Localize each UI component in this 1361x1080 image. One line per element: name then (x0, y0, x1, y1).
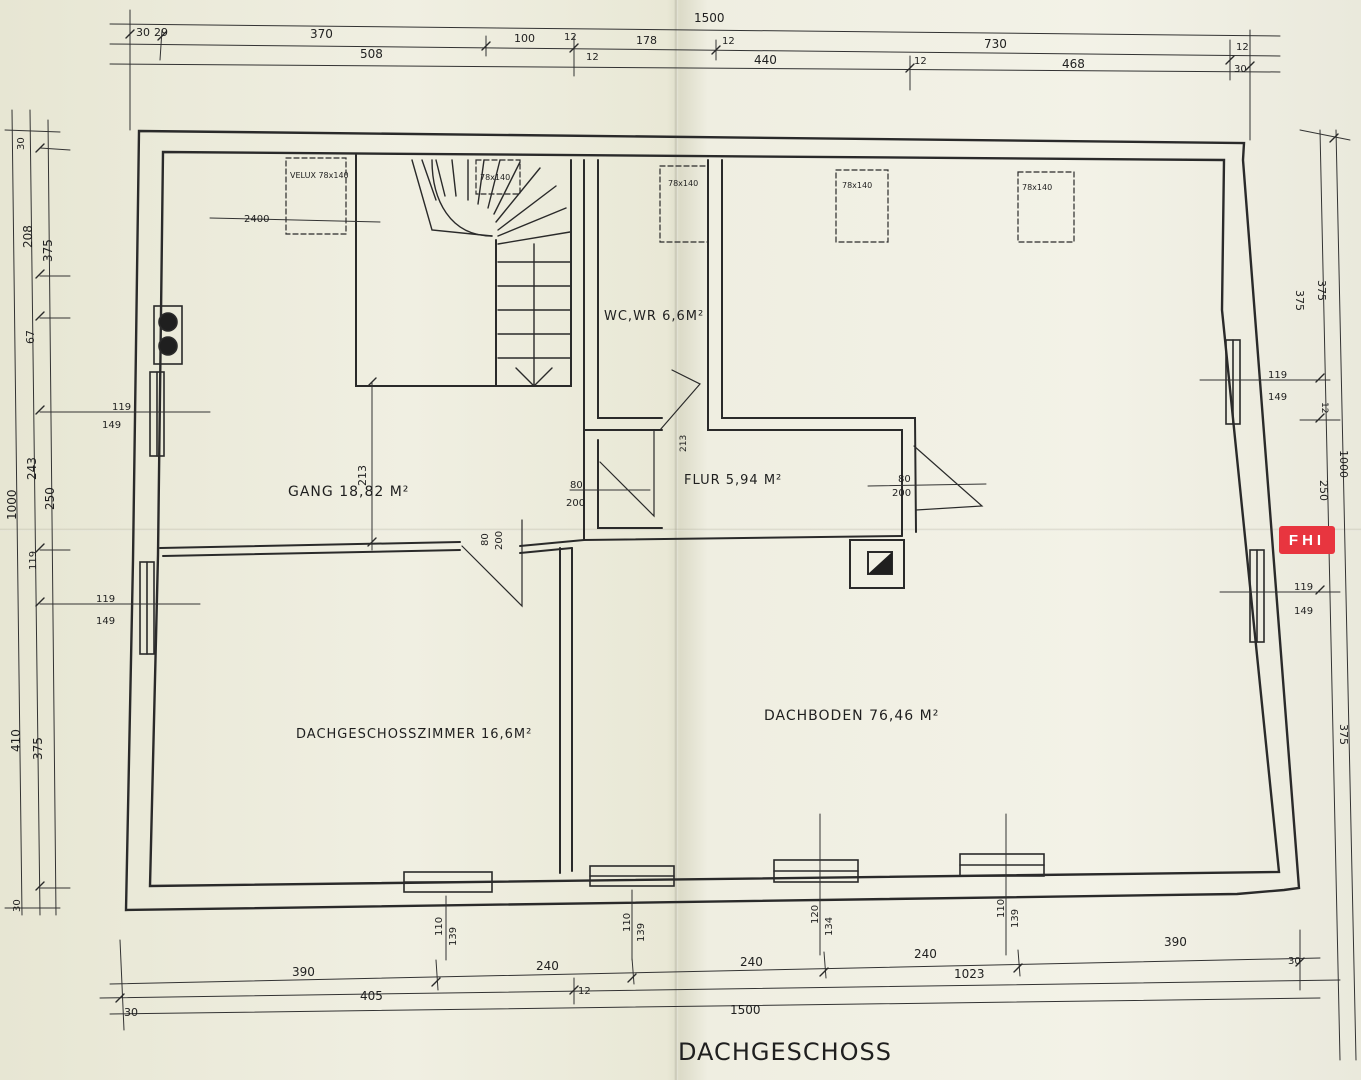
dim-top-12c: 12 (722, 36, 735, 47)
dim-left-1000: 1000 (5, 489, 19, 520)
dim-2400: 2400 (244, 214, 269, 225)
dim-bottom-total: 1500 (730, 1003, 761, 1017)
dim-top-12d: 12 (914, 56, 927, 67)
dim-left-375b: 375 (31, 737, 45, 760)
dim-bottom-240b: 240 (740, 955, 763, 969)
dim-bottom-390a: 390 (292, 965, 315, 979)
sill4-110: 110 (996, 899, 1007, 918)
room-flur: FLUR 5,94 M² (684, 473, 782, 488)
windows (139, 339, 1265, 893)
room-zimmer: DACHGESCHOSSZIMMER 16,6M² (296, 727, 532, 742)
sill3-120: 120 (810, 905, 821, 924)
door-flur-200: 200 (566, 498, 585, 509)
paper-fold-horizontal (0, 528, 1361, 531)
win-right1-149: 149 (1268, 392, 1287, 403)
dim-bottom-405: 405 (360, 989, 383, 1003)
win-left2-149: 149 (96, 616, 115, 627)
dim-left-30b: 30 (12, 899, 23, 912)
skylight-labels: VELUX 78x140 78x140 78x140 78x140 78x140 (290, 171, 1052, 192)
chimney-flues (153, 305, 183, 365)
dim-left-67: 67 (24, 330, 37, 344)
sill4-139: 139 (1010, 909, 1021, 928)
dim-bottom-12: 12 (578, 986, 591, 997)
door-boden-200: 200 (892, 488, 911, 499)
dim-top-508: 508 (360, 47, 383, 61)
fhi-logo: FHI (1279, 526, 1335, 554)
win-left1-119: 119 (112, 402, 131, 413)
skylight-5-label: 78x140 (1022, 183, 1052, 192)
chimney-fill (868, 552, 892, 574)
door-flur-80: 80 (570, 480, 583, 491)
dim-top-29: 29 (154, 26, 168, 39)
dimension-lines (4, 9, 1357, 1061)
door-gang-200: 200 (494, 531, 505, 550)
plan-title: DACHGESCHOSS (678, 1038, 892, 1066)
dim-top-178: 178 (636, 34, 657, 47)
dim-top-30b: 30 (1234, 64, 1247, 75)
sill3-134: 134 (824, 917, 835, 936)
dim-left-250: 250 (43, 487, 57, 510)
sill1-139: 139 (448, 927, 459, 946)
dim-bottom-390b: 390 (1164, 935, 1187, 949)
dim-bottom-240c: 240 (914, 947, 937, 961)
dim-bottom-30a: 30 (1288, 956, 1301, 967)
skylight-4-label: 78x140 (842, 181, 872, 190)
dimension-text: 1500 30 29 370 508 100 12 12 178 12 440 … (5, 11, 1350, 1019)
dim-right-1000: 1000 (1337, 450, 1350, 478)
dim-bottom-30b: 30 (124, 1006, 138, 1019)
stairs (411, 159, 571, 387)
door-swings (461, 369, 984, 608)
win-right1-119: 119 (1268, 370, 1287, 381)
skylights (285, 157, 1075, 243)
dim-213a: 213 (356, 465, 369, 486)
room-labels: GANG 18,82 M² WC,WR 6,6M² FLUR 5,94 M² D… (288, 309, 939, 742)
dim-bottom-1023: 1023 (954, 967, 985, 981)
interior-walls (159, 154, 917, 874)
dim-213b: 213 (679, 435, 689, 452)
skylight-1-label: VELUX 78x140 (290, 171, 349, 180)
dim-right-250: 250 (1317, 480, 1330, 501)
sill2-110: 110 (622, 913, 633, 932)
win-right2-149: 149 (1294, 606, 1313, 617)
dim-right-375c: 375 (1337, 724, 1350, 745)
room-dachboden: DACHBODEN 76,46 M² (764, 708, 939, 724)
dim-left-30: 30 (16, 137, 27, 150)
dim-top-730: 730 (984, 37, 1007, 51)
skylight-3-label: 78x140 (668, 179, 698, 188)
win-right2-119: 119 (1294, 582, 1313, 593)
sill1-110: 110 (434, 917, 445, 936)
dim-left-375a: 375 (41, 239, 55, 262)
dim-top-12a: 12 (564, 32, 577, 43)
dim-top-total: 1500 (694, 11, 725, 25)
sill2-139: 139 (636, 923, 647, 942)
dim-top-12b: 12 (586, 52, 599, 63)
dim-top-30: 30 (136, 26, 150, 39)
dimension-ticks (35, 29, 1339, 1003)
dim-top-440: 440 (754, 53, 777, 67)
skylight-2-label: 78x140 (480, 173, 510, 182)
door-boden-80: 80 (898, 474, 911, 485)
dim-right-375a: 375 (1293, 290, 1306, 311)
win-left2-119: 119 (96, 594, 115, 605)
win-left1-149: 149 (102, 420, 121, 431)
paper-fold-vertical (674, 0, 678, 1080)
dim-left-119: 119 (28, 551, 39, 570)
door-gang-80: 80 (480, 533, 491, 546)
dim-top-468: 468 (1062, 57, 1085, 71)
dim-right-12: 12 (1319, 402, 1329, 413)
dim-left-208: 208 (21, 225, 35, 248)
dim-top-100: 100 (514, 32, 535, 45)
dim-left-243: 243 (25, 457, 39, 480)
outer-walls (124, 129, 1301, 912)
dim-top-12e: 12 (1236, 42, 1249, 53)
dim-top-370: 370 (310, 27, 333, 41)
room-gang: GANG 18,82 M² (288, 484, 409, 500)
dim-right-375b: 375 (1315, 280, 1328, 301)
room-wc: WC,WR 6,6M² (604, 309, 704, 324)
dim-bottom-240a: 240 (536, 959, 559, 973)
dim-left-410: 410 (9, 729, 23, 752)
